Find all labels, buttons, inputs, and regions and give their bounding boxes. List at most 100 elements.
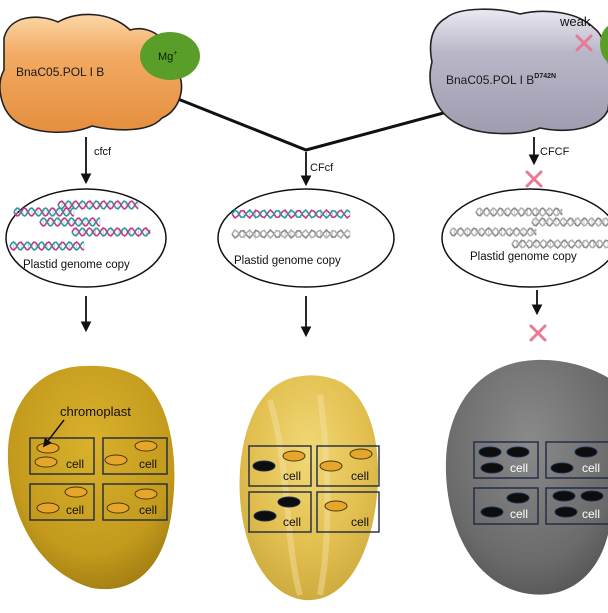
cell-label: cell — [66, 457, 84, 471]
chromoplast-dark — [580, 490, 604, 502]
chromoplast — [34, 456, 58, 468]
cell-box — [248, 445, 312, 487]
cell-cfcf-1: cell — [29, 437, 95, 475]
chromoplast-pointer-arrow — [42, 419, 65, 448]
cell-CFCF-4: cell — [545, 487, 608, 525]
dna-CFcf-2 — [231, 228, 351, 240]
dna-cfcf-1 — [13, 207, 75, 217]
petal-CFCF — [445, 359, 608, 595]
chromoplast — [134, 440, 158, 452]
mutant-protein: BnaC05.POL I BD742N weak — [429, 8, 608, 135]
dna-cfcf-5 — [9, 241, 85, 251]
cell-box — [316, 491, 380, 533]
dna-strands — [9, 200, 608, 251]
dna-CFCF-1 — [475, 206, 563, 218]
dna-cfcf-4 — [71, 227, 151, 237]
cell-label: cell — [283, 515, 301, 529]
cells: cell cell cell cell cell cell cell cell cell cell… — [29, 437, 608, 533]
chromoplast-dark — [478, 446, 502, 458]
mg-cofactor-partial-circle — [600, 25, 608, 63]
chromoplast — [349, 448, 373, 460]
cell-box — [29, 483, 95, 521]
petals — [7, 359, 608, 601]
plastid-genome-ellipses: Plastid genome copy Plastid genome copy … — [5, 188, 608, 288]
genotype-label-CFCF: CFCF — [540, 146, 570, 158]
chromoplast-annotation: chromoplast — [42, 404, 131, 448]
cell-label: cell — [351, 515, 369, 529]
petal-CFcf — [239, 375, 379, 601]
cell-box — [316, 445, 380, 487]
wild-type-protein-label: BnaC05.POL I B — [16, 65, 104, 79]
cell-label: cell — [283, 469, 301, 483]
dna-cfcf-3 — [39, 217, 101, 227]
cell-CFCF-2: cell — [545, 441, 608, 479]
chromoplast — [106, 502, 130, 514]
chromoplast — [282, 450, 306, 462]
genotype-label-cfcf: cfcf — [94, 146, 112, 158]
chromoplast-dark — [552, 490, 576, 502]
genotype-arrows: cfcf CFcf CFCF — [80, 137, 570, 188]
cell-CFcf-2: cell — [316, 445, 380, 487]
chromoplast-dark — [554, 506, 578, 518]
cell-box — [102, 437, 168, 475]
convergence-line — [177, 97, 463, 152]
mg-cofactor-circle — [140, 32, 200, 80]
cell-label: cell — [510, 461, 528, 475]
cell-label: cell — [582, 507, 600, 521]
cell-CFcf-3: cell — [248, 491, 312, 533]
weak-label: weak — [559, 14, 591, 29]
cell-CFcf-1: cell — [248, 445, 312, 487]
chromoplast — [134, 488, 158, 500]
weak-binding-cross-icon — [575, 34, 593, 52]
cell-box — [473, 487, 539, 525]
cell-box — [473, 441, 539, 479]
chromoplast-label: chromoplast — [60, 404, 131, 419]
ellipse-label-cfcf: Plastid genome copy — [23, 259, 130, 271]
cell-CFCF-3: cell — [473, 487, 539, 525]
wild-type-protein-blob — [0, 13, 183, 134]
chromoplast-dark — [574, 446, 598, 458]
mg-cofactor-label: Mg+ — [158, 50, 177, 63]
dna-cfcf-2 — [57, 200, 139, 210]
chromoplast — [104, 454, 128, 466]
chromoplast-dark — [252, 460, 276, 472]
cell-label: cell — [351, 469, 369, 483]
ellipse-label-CFCF: Plastid genome copy — [470, 251, 577, 263]
chromoplast-dark — [480, 506, 504, 518]
cell-cfcf-3: cell — [29, 483, 95, 521]
connector-lines — [177, 97, 463, 152]
chromoplast-dark — [480, 462, 504, 474]
inhibit-cross-icon-1 — [525, 170, 543, 188]
mutant-protein-label: BnaC05.POL I BD742N — [446, 73, 556, 87]
cell-label: cell — [510, 507, 528, 521]
chromoplast-dark — [253, 510, 277, 522]
cell-CFCF-1: cell — [473, 441, 539, 479]
cell-box — [545, 487, 608, 525]
wild-type-protein: BnaC05.POL I B Mg+ — [0, 13, 200, 134]
cell-label: cell — [582, 461, 600, 475]
cell-box — [102, 483, 168, 521]
ellipse-CFCF — [441, 188, 608, 288]
cell-box — [545, 441, 608, 479]
dna-CFCF-2 — [531, 217, 608, 227]
chromoplast-dark — [550, 462, 574, 474]
dna-CFCF-4 — [511, 238, 608, 250]
inhibit-cross-icon-2 — [529, 324, 547, 342]
chromoplast — [64, 486, 88, 498]
cell-label: cell — [139, 457, 157, 471]
cell-cfcf-4: cell — [102, 483, 168, 521]
dna-CFcf-1 — [231, 208, 351, 220]
chromoplast-dark — [506, 446, 530, 458]
petal-cfcf — [7, 365, 175, 590]
dna-CFCF-3 — [449, 226, 537, 238]
ellipse-label-CFcf: Plastid genome copy — [234, 255, 341, 267]
cell-label: cell — [139, 503, 157, 517]
chromoplast — [36, 502, 60, 514]
chromoplast — [319, 460, 343, 472]
cell-box — [29, 437, 95, 475]
chromoplast — [36, 442, 60, 454]
cell-label: cell — [66, 503, 84, 517]
chromoplast-dark — [506, 492, 530, 504]
